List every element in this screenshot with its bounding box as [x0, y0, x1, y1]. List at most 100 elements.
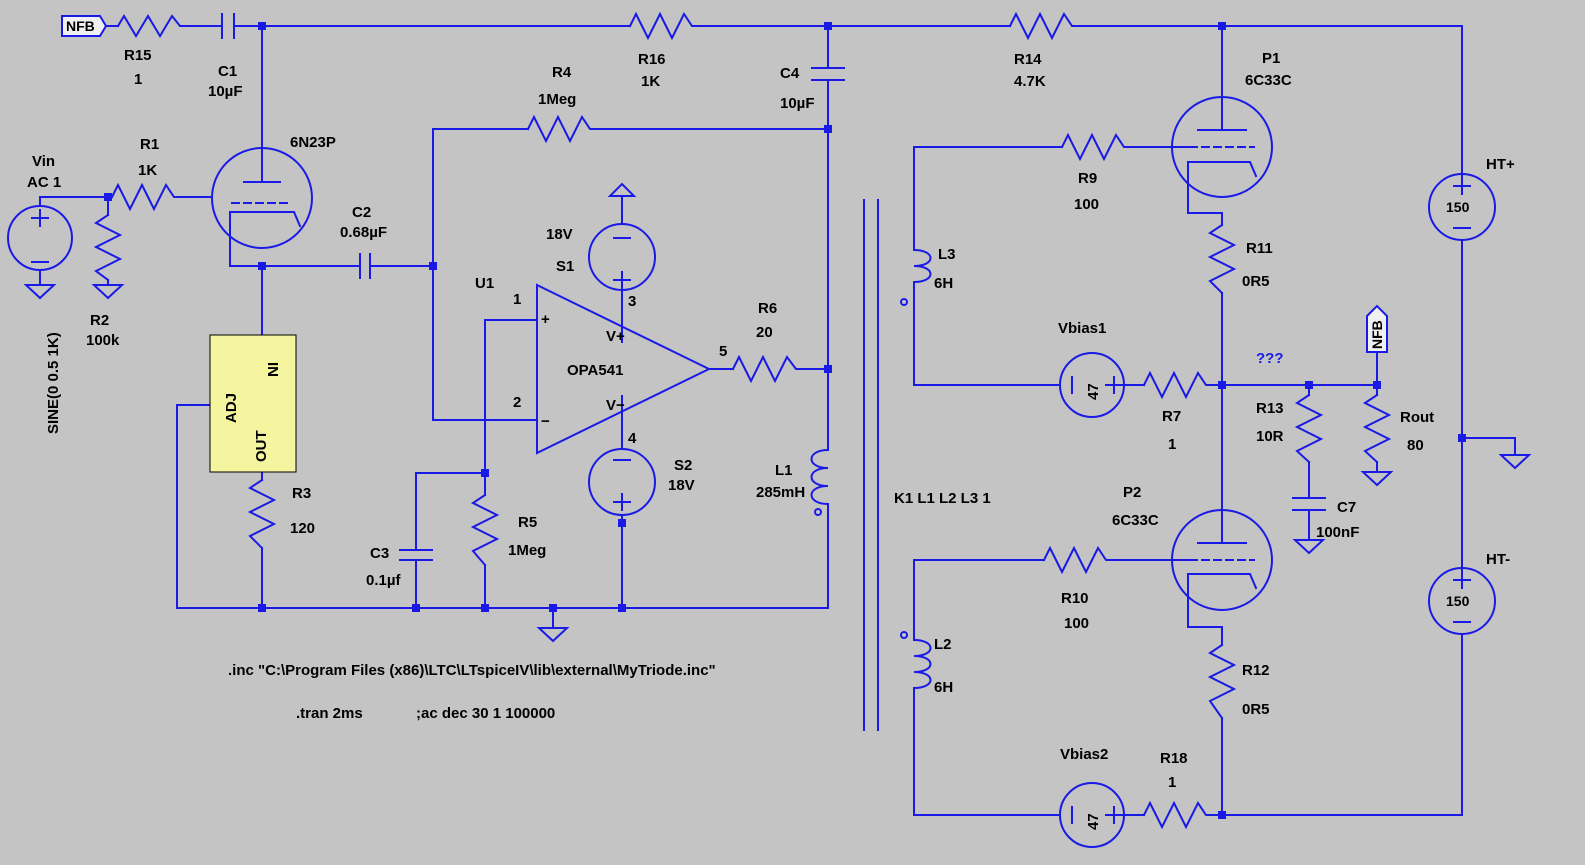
label-r2-value: 100k	[86, 332, 120, 349]
resistor-r9[interactable]	[1060, 132, 1131, 162]
source-vbias1[interactable]	[1059, 352, 1125, 418]
label-r1: R1	[140, 136, 159, 153]
resistor-r14[interactable]	[1008, 11, 1079, 41]
label-r4-value: 1Meg	[538, 91, 576, 108]
label-c4: C4	[780, 65, 800, 82]
label-pin5: 5	[719, 343, 727, 360]
label-r5: R5	[518, 514, 537, 531]
label-r3: R3	[292, 485, 311, 502]
source-vin[interactable]	[7, 205, 73, 271]
label-c1-value: 10µF	[208, 83, 243, 100]
source-ht-minus[interactable]	[1428, 567, 1496, 635]
directive-tran: .tran 2ms	[296, 705, 363, 722]
svg-text:NFB: NFB	[1369, 320, 1385, 349]
svg-text:NFB: NFB	[66, 18, 95, 34]
ground-icon	[1292, 539, 1326, 555]
label-rout-value: 80	[1407, 437, 1424, 454]
inductors[interactable]	[810, 237, 932, 701]
label-vbias1-value: 47	[1085, 383, 1102, 400]
resistors[interactable]	[93, 11, 1392, 830]
capacitors[interactable]	[221, 13, 1326, 561]
resistor-r7[interactable]	[1142, 370, 1213, 400]
sources[interactable]	[7, 173, 1496, 848]
label-r1-value: 1K	[138, 162, 157, 179]
regulator-block[interactable]	[209, 334, 297, 473]
resistor-r13[interactable]	[1294, 393, 1324, 464]
junctions	[104, 22, 1466, 819]
tube-p1[interactable]	[1171, 96, 1273, 198]
capacitor-c2[interactable]	[359, 253, 371, 279]
ground-icon	[1360, 471, 1394, 487]
label-tube1: 6N23P	[290, 134, 336, 151]
label-l3: L3	[938, 246, 956, 263]
label-r16-value: 1K	[641, 73, 660, 90]
nfb-flag-right[interactable]: NFB	[1366, 304, 1388, 353]
supply-arrow-icon	[607, 182, 637, 207]
capacitor-c3[interactable]	[399, 549, 433, 561]
resistor-r3[interactable]	[247, 478, 277, 550]
label-r15-value: 1	[134, 71, 142, 88]
label-vbias2: Vbias2	[1060, 746, 1108, 763]
resistor-r4[interactable]	[526, 114, 597, 144]
inductor-l3[interactable]	[900, 237, 932, 306]
component-labels: R15 1 C1 10µF R16 1K C4 10µF R14 4.7K P1…	[27, 47, 1515, 830]
label-s2: S2	[674, 457, 692, 474]
resistor-r16[interactable]	[628, 11, 699, 41]
capacitor-c1[interactable]	[221, 13, 235, 39]
label-vin: Vin	[32, 153, 55, 170]
opamp-u1[interactable]	[536, 283, 712, 455]
label-r9: R9	[1078, 170, 1097, 187]
label-c7: C7	[1337, 499, 1356, 516]
label-r4: R4	[552, 64, 572, 81]
capacitor-c4[interactable]	[811, 67, 845, 81]
label-r18: R18	[1160, 750, 1188, 767]
directive-ac: ;ac dec 30 1 100000	[416, 705, 555, 722]
tube-6n23p[interactable]	[211, 147, 313, 249]
source-s2[interactable]	[588, 448, 656, 516]
label-opamp: OPA541	[567, 362, 623, 379]
ground-icon	[536, 627, 570, 643]
nfb-flag-left[interactable]: NFB	[61, 15, 108, 37]
label-p2: P2	[1123, 484, 1141, 501]
label-ht-minus: HT-	[1486, 551, 1510, 568]
label-r10: R10	[1061, 590, 1089, 607]
resistor-r10[interactable]	[1042, 545, 1113, 575]
label-ht-plus-value: 150	[1446, 199, 1470, 215]
ground-icon	[23, 284, 57, 300]
label-c4-value: 10µF	[780, 95, 815, 112]
label-l1-value: 285mH	[756, 484, 805, 501]
source-vbias2[interactable]	[1059, 782, 1125, 848]
label-p1-value: 6C33C	[1245, 72, 1292, 89]
resistor-r6[interactable]	[731, 354, 803, 384]
resistor-r1[interactable]	[110, 182, 181, 212]
resistor-r5[interactable]	[470, 493, 500, 567]
spice-directives[interactable]: .inc "C:\Program Files (x86)\LTC\LTspice…	[228, 662, 716, 722]
label-r7-value: 1	[1168, 436, 1176, 453]
inductor-l2[interactable]	[900, 627, 932, 701]
source-s1[interactable]	[588, 223, 656, 291]
label-p2-value: 6C33C	[1112, 512, 1159, 529]
ground-symbols	[23, 284, 1532, 643]
label-r14: R14	[1014, 51, 1042, 68]
source-ht-plus[interactable]	[1428, 173, 1496, 241]
directive-inc: .inc "C:\Program Files (x86)\LTC\LTspice…	[228, 662, 716, 679]
tube-p2[interactable]	[1171, 509, 1273, 611]
inductor-l1[interactable]	[810, 437, 830, 521]
capacitor-c7[interactable]	[1292, 497, 1326, 511]
label-vplus: V+	[606, 328, 625, 345]
resistor-r15[interactable]	[116, 14, 187, 38]
label-minus: −	[541, 413, 550, 430]
resistor-r12[interactable]	[1207, 643, 1237, 720]
label-vin-sine: SINE(0 0.5 1K)	[45, 332, 62, 434]
resistor-r18[interactable]	[1142, 800, 1213, 830]
resistor-r2[interactable]	[93, 213, 123, 282]
label-p1: P1	[1262, 50, 1280, 67]
label-r2: R2	[90, 312, 109, 329]
label-vminus: V−	[606, 397, 625, 414]
label-u1: U1	[475, 275, 494, 292]
resistor-rout[interactable]	[1362, 393, 1392, 464]
resistor-r11[interactable]	[1207, 223, 1237, 295]
label-s1: S1	[556, 258, 574, 275]
